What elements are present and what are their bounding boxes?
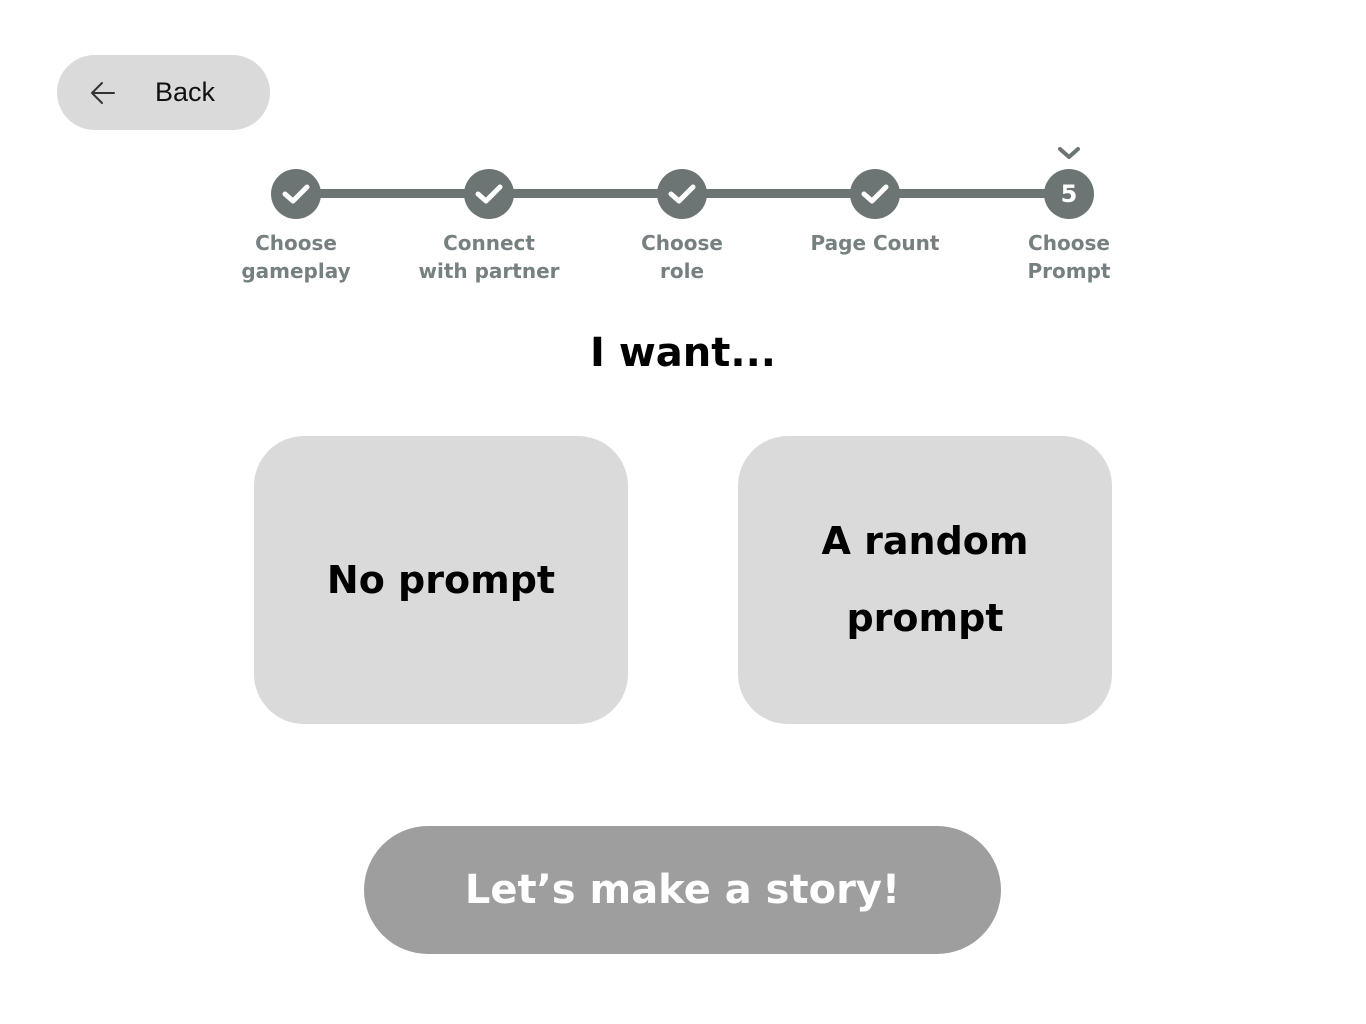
back-label: Back	[155, 77, 216, 107]
make-story-button[interactable]: Let’s make a story!	[364, 826, 1001, 954]
check-icon	[861, 184, 889, 204]
step-complete-marker	[850, 169, 900, 219]
step-complete-marker	[657, 169, 707, 219]
random-prompt-option[interactable]: A random prompt	[738, 436, 1112, 724]
step-connect-partner: Connect with partner	[389, 169, 589, 285]
step-label: Choose Prompt	[1027, 231, 1111, 283]
make-story-label: Let’s make a story!	[464, 867, 901, 913]
back-button[interactable]: Back	[57, 55, 270, 130]
chevron-down-icon	[1058, 147, 1080, 159]
progress-stepper: Choose gameplay Connect with partner Cho…	[0, 0, 1366, 300]
step-number: 5	[1044, 169, 1094, 219]
step-label: Choose gameplay	[241, 231, 351, 283]
step-choose-role: Choose role	[582, 169, 782, 285]
step-choose-gameplay: Choose gameplay	[196, 169, 396, 285]
arrow-left-icon	[89, 79, 117, 107]
step-label: Choose role	[641, 231, 723, 283]
page-title: I want...	[590, 330, 776, 376]
step-complete-marker	[464, 169, 514, 219]
option-label: A random prompt	[821, 519, 1029, 640]
step-page-count: Page Count	[775, 169, 975, 257]
step-label: Page Count	[810, 231, 940, 255]
check-icon	[282, 184, 310, 204]
step-complete-marker	[271, 169, 321, 219]
check-icon	[668, 184, 696, 204]
no-prompt-option[interactable]: No prompt	[254, 436, 628, 724]
step-choose-prompt: 5 Choose Prompt	[969, 169, 1169, 285]
option-label: No prompt	[326, 557, 556, 602]
check-icon	[475, 184, 503, 204]
step-label: Connect with partner	[418, 231, 560, 283]
